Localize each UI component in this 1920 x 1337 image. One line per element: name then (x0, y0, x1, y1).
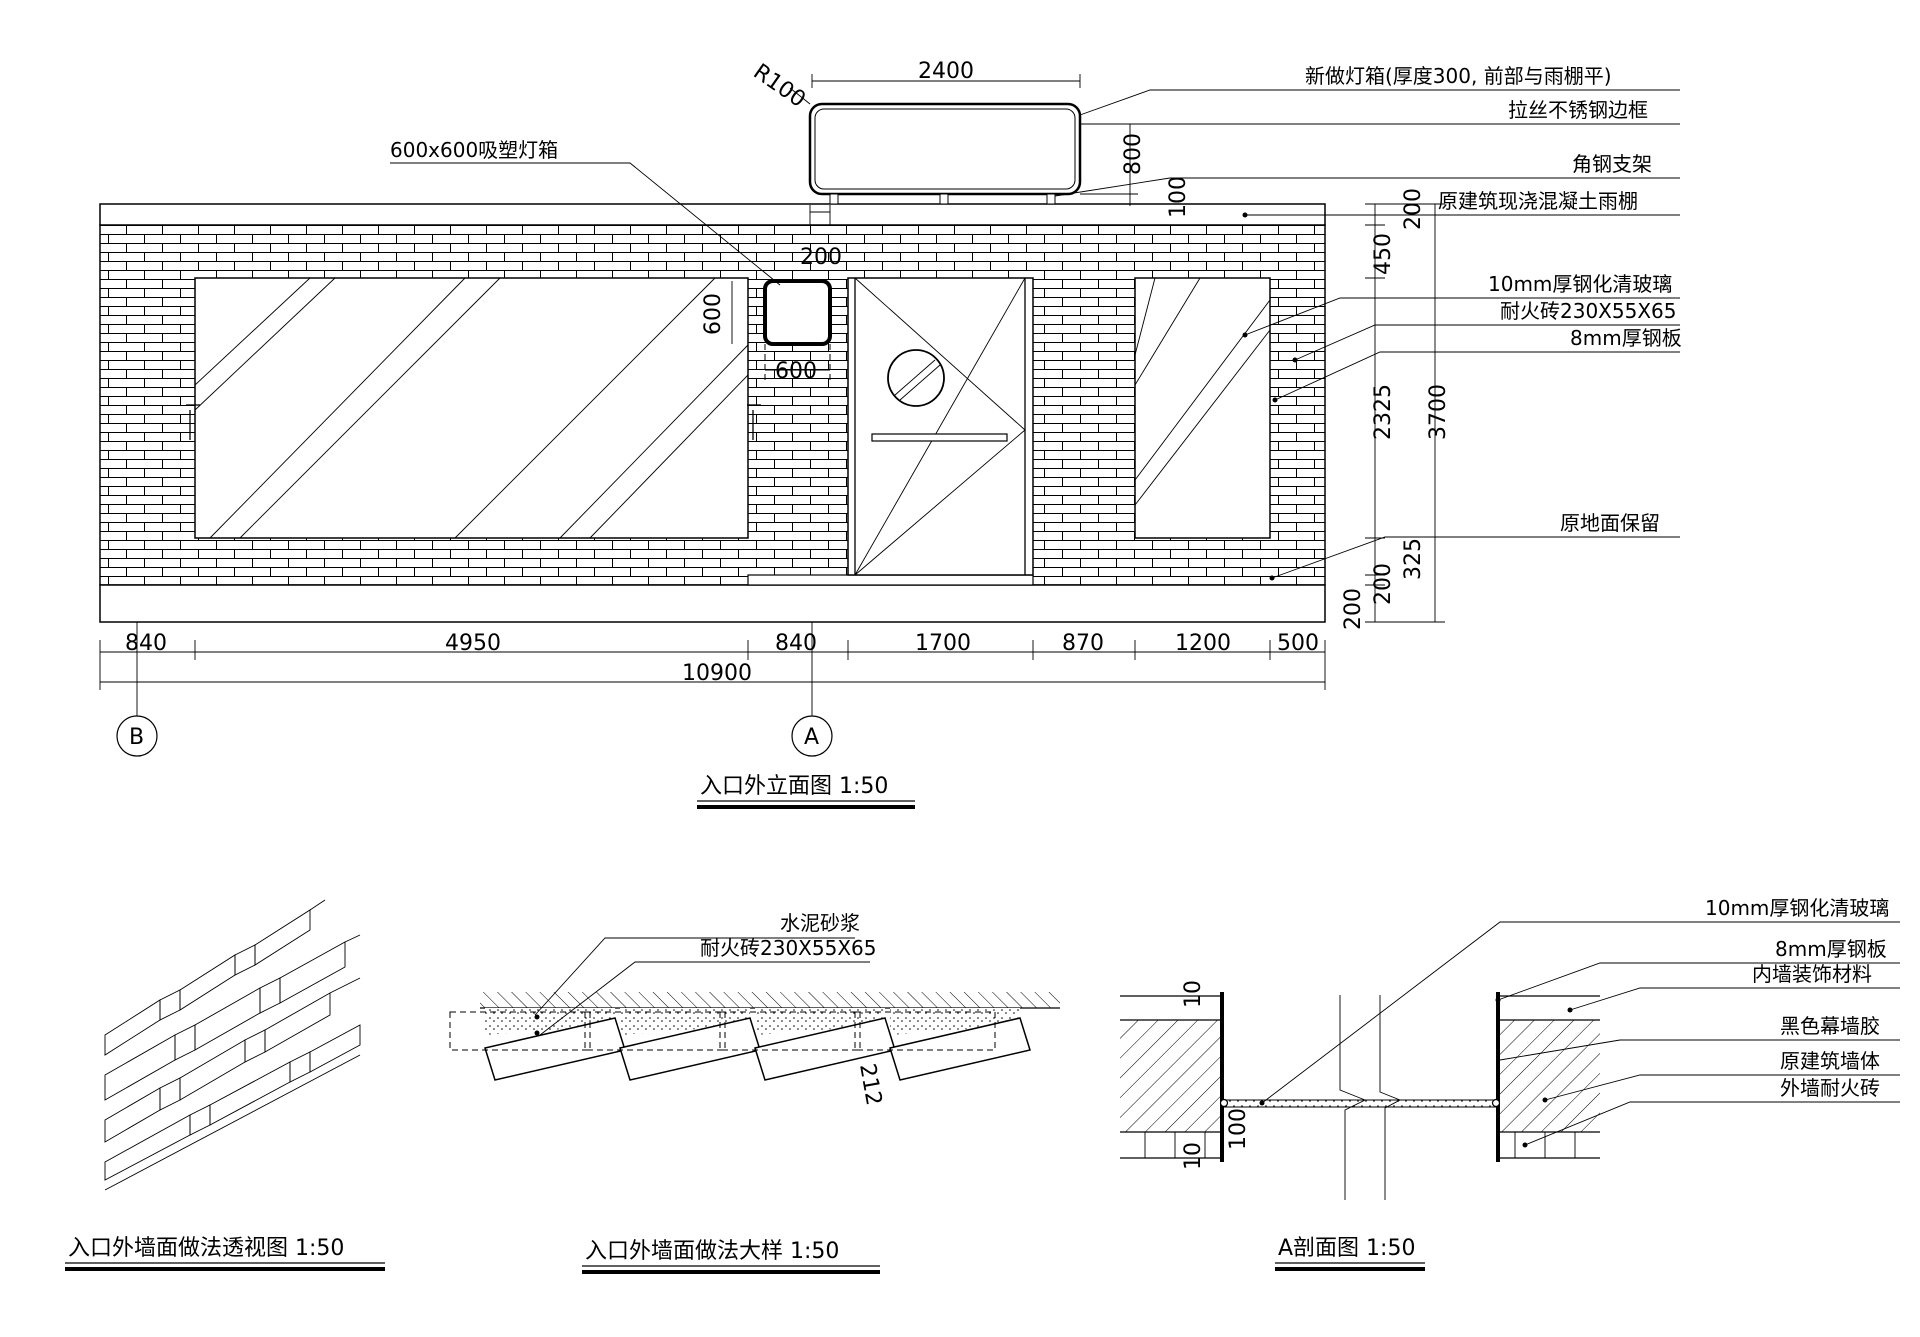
detail-brick-label: 耐火砖230X55X65 (700, 936, 876, 960)
section-a-view: 10 100 10 10mm厚钢化清玻璃 8mm厚钢板 内墙装饰材料 黑色幕墙胶… (1120, 896, 1900, 1271)
perspective-bricks (104, 899, 361, 1191)
door-porthole (887, 349, 945, 407)
glass-door (847, 277, 1034, 576)
dim-bottom-seg-4: 1700 (915, 631, 971, 656)
callout-steel-plate: 8mm厚钢板 (1570, 326, 1682, 350)
section-dim-100: 100 (1226, 1108, 1251, 1150)
callout-lightbox-new: 新做灯箱(厚度300, 前部与雨棚平) (1305, 64, 1612, 88)
elevation-callouts: 新做灯箱(厚度300, 前部与雨棚平) 拉丝不锈钢边框 角钢支架 原建筑现浇混凝… (390, 64, 1682, 581)
section-callout-glass: 10mm厚钢化清玻璃 (1705, 896, 1889, 920)
callout-floor-keep: 原地面保留 (1560, 511, 1660, 535)
dim-bottom-seg-3: 840 (775, 631, 817, 656)
elevation-view: 2400 R100 800 100 200 600 600 (99, 59, 1682, 809)
callout-steel-frame: 拉丝不锈钢边框 (1508, 98, 1648, 122)
perspective-title-block: 入口外墙面做法透视图 1:50 (65, 1236, 385, 1271)
section-title-block: A剖面图 1:50 (1275, 1236, 1425, 1271)
elevation-title-block: 入口外立面图 1:50 (697, 774, 915, 809)
dim-bracket-height: 100 (1166, 176, 1191, 218)
axis-a-label: A (804, 725, 819, 750)
section-callout-orig-wall: 原建筑墙体 (1780, 1049, 1880, 1073)
dim-right-325: 325 (1401, 538, 1426, 580)
axis-b-label: B (129, 725, 144, 750)
dim-bottom-seg-5: 870 (1062, 631, 1104, 656)
dim-bottom-seg-7: 500 (1277, 631, 1319, 656)
callout-canopy: 原建筑现浇混凝土雨棚 (1438, 189, 1638, 213)
dim-bottom-seg-1: 840 (125, 631, 167, 656)
section-callout-black-glue: 黑色幕墙胶 (1780, 1014, 1880, 1038)
dim-right-200-bot: 200 (1341, 588, 1366, 630)
wall-detail-view: 水泥砂浆 耐火砖230X55X65 212 入口外墙面做法大样 1:50 (449, 911, 1060, 1274)
dim-lightbox-height: 800 (1121, 133, 1146, 175)
right-glass-window (1134, 277, 1271, 539)
canopy-slab (99, 203, 1326, 226)
dim-square-height: 600 (701, 293, 726, 335)
detail-mortar-label: 水泥砂浆 (780, 911, 860, 935)
section-callout-steel-plate: 8mm厚钢板 (1775, 937, 1887, 961)
dim-bottom-total: 10900 (682, 661, 752, 686)
dim-radius: R100 (749, 59, 810, 112)
dim-right-200-top: 200 (1401, 188, 1426, 230)
dim-right-3700: 3700 (1426, 384, 1451, 440)
dim-bottom-seg-6: 1200 (1175, 631, 1231, 656)
detail-title-block: 入口外墙面做法大样 1:50 (582, 1239, 880, 1274)
dim-right-450: 450 (1371, 233, 1396, 275)
axis-markers: B A (116, 622, 833, 757)
bottom-dimensions: 840 4950 840 1700 870 1200 500 10900 (99, 631, 1326, 690)
dim-right-200-mid: 200 (1371, 563, 1396, 605)
callout-brick: 耐火砖230X55X65 (1500, 299, 1676, 323)
door-handle (871, 433, 1008, 442)
axis-b-circle (116, 715, 158, 757)
base-slab (99, 584, 1326, 623)
detail-dim-212: 212 (854, 1062, 886, 1108)
section-dim-10-top: 10 (1181, 980, 1206, 1008)
dim-right-2325: 2325 (1371, 384, 1396, 440)
detail-title: 入口外墙面做法大样 1:50 (585, 1239, 839, 1264)
perspective-title: 入口外墙面做法透视图 1:50 (68, 1236, 344, 1261)
callout-glass: 10mm厚钢化清玻璃 (1488, 272, 1672, 296)
top-lightbox (808, 102, 1082, 205)
right-dimensions: 200 450 2325 3700 325 200 200 (1341, 188, 1451, 630)
detail-bricks (449, 1008, 1031, 1081)
square-lightbox (763, 279, 832, 346)
section-callout-ext-brick: 外墙耐火砖 (1780, 1076, 1880, 1100)
door-step (747, 574, 1034, 586)
section-dim-10-bot: 10 (1181, 1142, 1206, 1170)
callout-angle-bracket: 角钢支架 (1572, 152, 1652, 176)
dim-lightbox-width: 2400 (918, 59, 974, 84)
callout-small-lightbox: 600x600吸塑灯箱 (390, 138, 558, 162)
dim-offset-200: 200 (800, 245, 842, 270)
elevation-title: 入口外立面图 1:50 (700, 774, 888, 799)
dim-bottom-seg-2: 4950 (445, 631, 501, 656)
left-glass-window (186, 277, 761, 539)
perspective-view: 入口外墙面做法透视图 1:50 (65, 899, 385, 1271)
dim-square-width: 600 (775, 359, 817, 384)
section-callout-inner-finish: 内墙装饰材料 (1752, 962, 1872, 986)
section-title: A剖面图 1:50 (1278, 1236, 1415, 1261)
axis-a-circle (791, 715, 833, 757)
